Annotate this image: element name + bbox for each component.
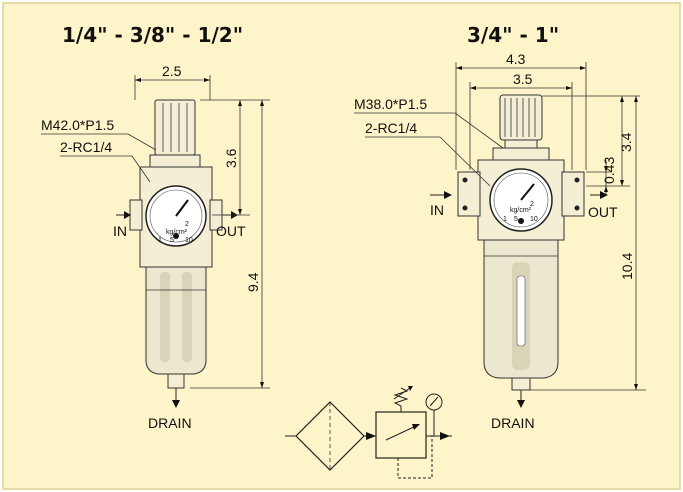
filter-regulator-symbol: [285, 386, 452, 479]
left-total-height-dim: 9.4: [245, 272, 261, 292]
left-bonnet: [149, 154, 201, 168]
right-filter-regulator: 4.3 3.5 kg/cm² 1 2 5 10: [354, 51, 646, 431]
left-out-label: OUT: [216, 223, 246, 239]
right-knob: [499, 94, 543, 141]
right-flange-out: [561, 171, 585, 217]
left-gauge-scale-1: 1: [158, 237, 162, 244]
left-gauge-scale-5: 5: [170, 237, 174, 244]
left-bowl: [145, 266, 207, 375]
left-gauge-unit: kg/cm²: [166, 229, 188, 236]
left-port-callout: 2-RC1/4: [60, 139, 112, 155]
right-upper-height-dim: 3.4: [618, 132, 634, 152]
right-port-offset-dim: 0.43: [601, 157, 617, 184]
right-gauge-scale-1: 1: [503, 216, 507, 223]
right-unit-title: 3/4" - 1": [467, 23, 559, 47]
right-total-height-dim: 10.4: [619, 253, 635, 280]
pilot-line: [397, 436, 433, 479]
right-gauge-scale-5: 5: [514, 216, 518, 223]
right-outer-width-dim: 4.3: [506, 51, 526, 67]
right-drain-valve: [511, 377, 531, 391]
right-gauge-unit: kg/cm²: [510, 207, 532, 214]
right-gauge-scale-10: 10: [530, 216, 538, 223]
right-port-callout: 2-RC1/4: [365, 120, 417, 136]
left-gauge-scale-2: 2: [185, 221, 189, 228]
spring-symbol: [393, 387, 409, 412]
left-filter-regulator: 2.5 kg/cm² 1 2 5 10 DRAIN: [41, 63, 270, 431]
left-unit-title: 1/4" - 3/8" - 1/2": [62, 23, 243, 47]
left-knob: [154, 99, 196, 156]
left-drain-label: DRAIN: [148, 415, 192, 431]
filter-symbol: [295, 401, 365, 471]
right-in-label: IN: [430, 202, 444, 218]
left-thread-label: M42.0*P1.5: [41, 117, 114, 133]
right-drain-label: DRAIN: [491, 415, 535, 431]
right-out-label: OUT: [588, 204, 618, 220]
right-thread-label: M38.0*P1.5: [354, 96, 427, 112]
left-in-label: IN: [113, 223, 127, 239]
right-gauge-scale-2: 2: [530, 201, 534, 208]
right-flange-in: [457, 171, 481, 217]
left-gauge-scale-10: 10: [185, 237, 193, 244]
gauge-symbol: [425, 393, 443, 411]
left-upper-height-dim: 3.6: [223, 148, 239, 168]
right-bonnet: [492, 147, 550, 161]
left-width-dim: 2.5: [162, 63, 182, 79]
left-drain-valve: [167, 373, 185, 389]
right-inner-width-dim: 3.5: [513, 71, 533, 87]
right-stem: [504, 139, 538, 149]
left-port-in: [129, 199, 143, 231]
